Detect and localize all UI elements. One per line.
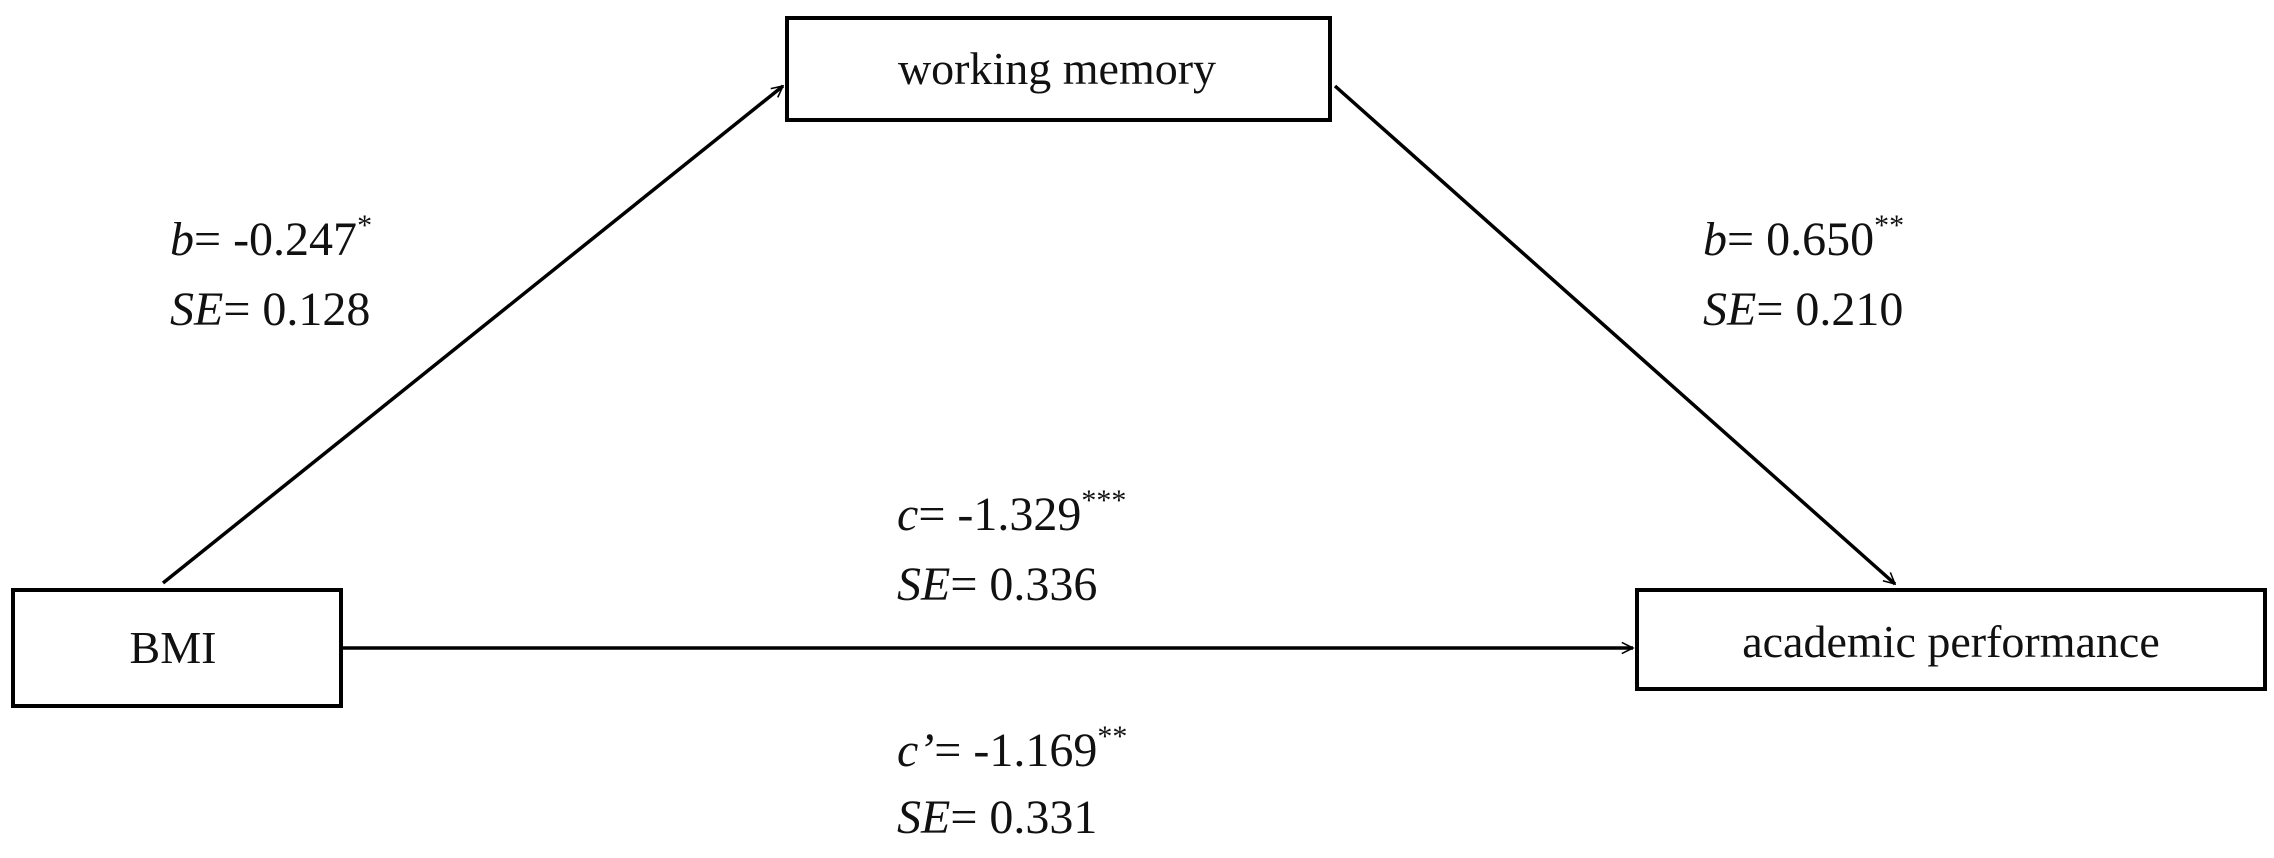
path-a-coefficient: b= -0.247*	[170, 209, 372, 266]
path-a-se: SE= 0.128	[170, 283, 370, 336]
node-working-memory-label: working memory	[898, 43, 1216, 94]
path-c-prime-significance: **	[1097, 720, 1127, 753]
path-c-se-symbol: SE	[897, 558, 950, 611]
path-b-label: b= 0.650** SE= 0.210	[1703, 209, 1904, 336]
path-b-coef-value: = 0.650	[1727, 213, 1874, 266]
node-academic-performance-label: academic performance	[1742, 616, 2160, 667]
path-b-se-symbol: SE	[1703, 283, 1756, 336]
path-a-arrow	[161, 84, 783, 585]
path-b-coefficient: b= 0.650**	[1703, 209, 1904, 266]
node-bmi-box	[11, 588, 343, 708]
node-academic-performance-box	[1635, 588, 2267, 691]
path-c-coef-symbol: c	[897, 488, 918, 541]
path-a-se-symbol: SE	[170, 283, 223, 336]
path-c-label: c= -1.329*** SE= 0.336	[897, 484, 1126, 611]
path-a-significance: *	[357, 209, 372, 242]
path-b-coef-symbol: b	[1703, 213, 1727, 266]
path-c-prime-se: SE= 0.331	[897, 791, 1097, 844]
path-a-label: b= -0.247* SE= 0.128	[170, 209, 372, 336]
path-c-prime-se-value: = 0.331	[950, 791, 1097, 844]
path-c-prime-se-symbol: SE	[897, 791, 950, 844]
path-c-prime-label: c’= -1.169** SE= 0.331	[897, 720, 1127, 844]
path-a-se-value: = 0.128	[223, 283, 370, 336]
path-a-coef-symbol: b	[170, 213, 194, 266]
path-c-prime-coef-value: = -1.169	[934, 724, 1097, 777]
node-bmi: BMI	[11, 588, 343, 708]
path-a-coef-value: = -0.247	[194, 213, 357, 266]
path-b-se: SE= 0.210	[1703, 283, 1903, 336]
path-c-prime-coef-symbol: c’	[897, 724, 934, 777]
path-c-coef-value: = -1.329	[918, 488, 1081, 541]
path-b-arrow	[1333, 84, 1895, 586]
path-c-se-value: = 0.336	[950, 558, 1097, 611]
node-academic-performance: academic performance	[1635, 588, 2267, 691]
path-c-coefficient: c= -1.329***	[897, 484, 1126, 541]
path-c-se: SE= 0.336	[897, 558, 1097, 611]
path-c-significance: ***	[1081, 484, 1126, 517]
path-c-prime-coefficient: c’= -1.169**	[897, 720, 1127, 777]
path-b-se-value: = 0.210	[1756, 283, 1903, 336]
node-working-memory-box	[785, 16, 1332, 122]
path-b-significance: **	[1874, 209, 1904, 242]
node-bmi-label: BMI	[130, 622, 217, 673]
node-working-memory: working memory	[785, 16, 1332, 122]
